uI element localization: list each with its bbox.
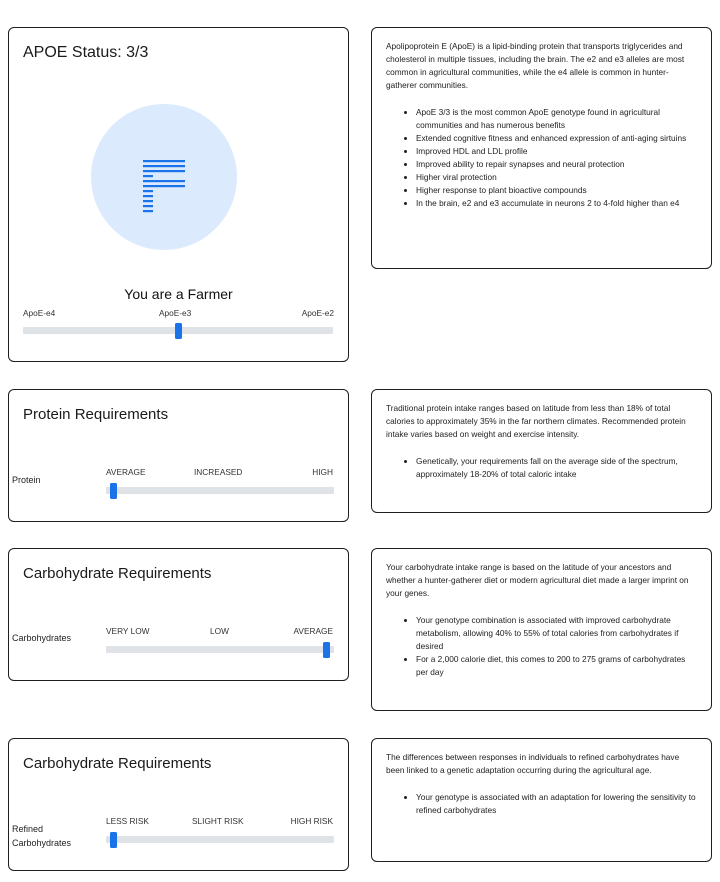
refined-carbs-row-label: Refined Carbohydrates bbox=[12, 822, 71, 850]
refined-carbs-info-list: Your genotype is associated with an adap… bbox=[386, 791, 697, 817]
list-item: Genetically, your requirements fall on t… bbox=[416, 455, 697, 481]
protein-info-card: Traditional protein intake ranges based … bbox=[371, 389, 712, 513]
carbs-row-label: Carbohydrates bbox=[12, 633, 72, 643]
farmer-result-heading: You are a Farmer bbox=[124, 286, 233, 302]
refined-carbs-scale-marker bbox=[110, 832, 118, 848]
apoe-card: APOE Status: 3/3 You are bbox=[8, 27, 349, 362]
scale-label-low: LOW bbox=[210, 626, 229, 636]
carbs-info-card: Your carbohydrate intake range is based … bbox=[371, 548, 712, 711]
list-item: ApoE 3/3 is the most common ApoE genotyp… bbox=[416, 106, 697, 132]
row-label-line: Carbohydrates bbox=[12, 838, 72, 848]
farmer-rake-icon bbox=[143, 160, 185, 213]
scale-label-e4: ApoE-e4 bbox=[23, 308, 56, 318]
protein-row-label: Protein bbox=[12, 475, 41, 485]
protein-title: Protein Requirements bbox=[23, 406, 169, 423]
carbs-scale-track bbox=[106, 646, 334, 653]
carbs-card: Carbohydrate Requirements Carbohydrates … bbox=[8, 548, 349, 681]
refined-carbs-scale-track bbox=[106, 836, 334, 843]
apoe-info-paragraph: Apolipoprotein E (ApoE) is a lipid-bindi… bbox=[386, 41, 685, 90]
apoe-info-card: Apolipoprotein E (ApoE) is a lipid-bindi… bbox=[371, 27, 712, 269]
scale-label-increased: INCREASED bbox=[194, 467, 243, 477]
list-item: For a 2,000 calorie diet, this comes to … bbox=[416, 653, 697, 679]
scale-label-very-low: VERY LOW bbox=[106, 626, 150, 636]
scale-label-high: HIGH bbox=[312, 467, 333, 477]
carbs-scale-marker bbox=[322, 642, 330, 658]
refined-carbs-card: Carbohydrate Requirements Refined Carboh… bbox=[8, 738, 349, 871]
apoe-scale-marker bbox=[174, 323, 182, 339]
list-item: Improved HDL and LDL profile bbox=[416, 145, 697, 158]
scale-label-average: AVERAGE bbox=[293, 626, 334, 636]
protein-scale-track bbox=[106, 487, 334, 494]
protein-scale-marker bbox=[110, 483, 118, 499]
protein-info-list: Genetically, your requirements fall on t… bbox=[386, 455, 697, 481]
list-item: Improved ability to repair synapses and … bbox=[416, 158, 697, 171]
protein-card: Protein Requirements Protein AVERAGE INC… bbox=[8, 389, 349, 522]
scale-label-high-risk: HIGH RISK bbox=[290, 816, 333, 826]
scale-label-e3: ApoE-e3 bbox=[159, 308, 192, 318]
refined-carbs-info-paragraph: The differences between responses in ind… bbox=[386, 752, 680, 775]
apoe-status-title: APOE Status: 3/3 bbox=[23, 44, 149, 61]
protein-info-paragraph: Traditional protein intake ranges based … bbox=[386, 403, 686, 439]
carbs-info-list: Your genotype combination is associated … bbox=[386, 614, 697, 679]
carbs-info-paragraph: Your carbohydrate intake range is based … bbox=[386, 562, 689, 598]
refined-carbs-info-card: The differences between responses in ind… bbox=[371, 738, 712, 862]
list-item: In the brain, e2 and e3 accumulate in ne… bbox=[416, 197, 697, 210]
list-item: Higher viral protection bbox=[416, 171, 697, 184]
carbs-title: Carbohydrate Requirements bbox=[23, 565, 212, 582]
list-item: Extended cognitive fitness and enhanced … bbox=[416, 132, 697, 145]
apoe-info-list: ApoE 3/3 is the most common ApoE genotyp… bbox=[386, 106, 697, 210]
list-item: Your genotype combination is associated … bbox=[416, 614, 697, 653]
list-item: Your genotype is associated with an adap… bbox=[416, 791, 697, 817]
refined-carbs-title: Carbohydrate Requirements bbox=[23, 755, 212, 772]
farmer-icon-circle bbox=[91, 104, 237, 250]
scale-label-e2: ApoE-e2 bbox=[301, 308, 334, 318]
scale-label-less-risk: LESS RISK bbox=[106, 816, 149, 826]
scale-label-slight-risk: SLIGHT RISK bbox=[192, 816, 244, 826]
row-label-line: Refined bbox=[12, 824, 44, 834]
scale-label-average: AVERAGE bbox=[106, 467, 146, 477]
list-item: Higher response to plant bioactive compo… bbox=[416, 184, 697, 197]
